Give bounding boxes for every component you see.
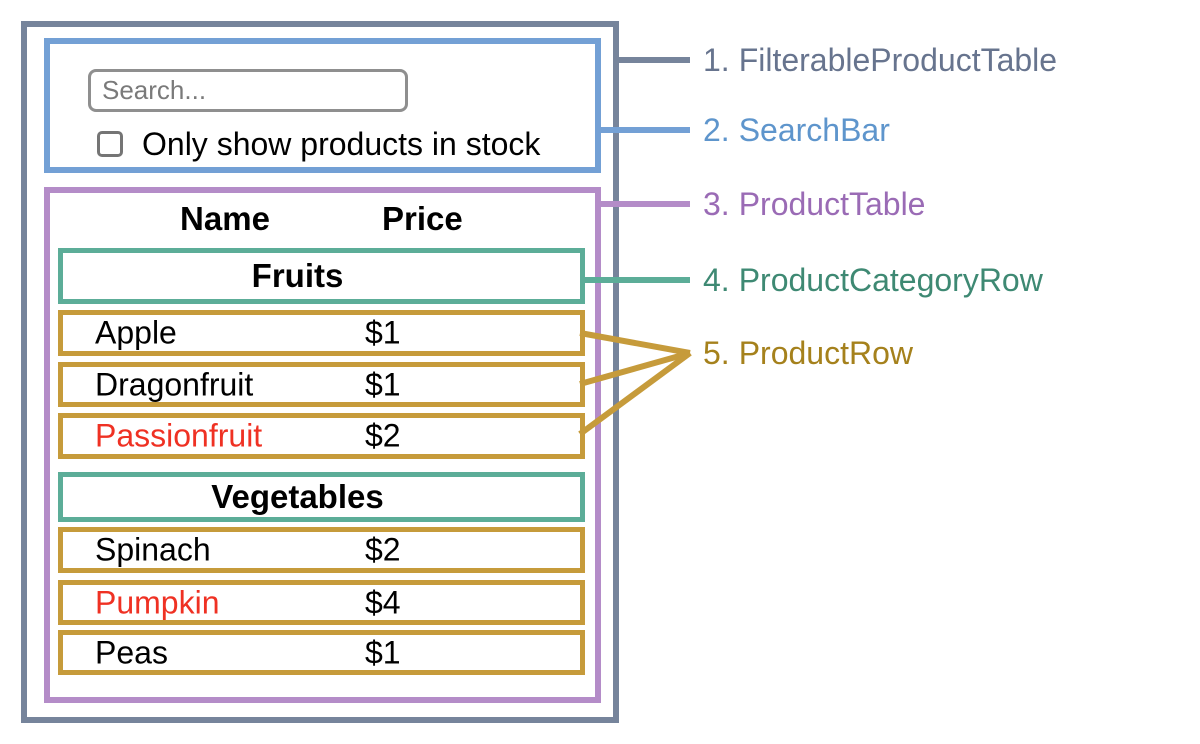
legend-number: 2.	[703, 112, 730, 148]
legend-label: FilterableProductTable	[738, 42, 1058, 78]
product-row-passionfruit: Passionfruit $2	[58, 413, 585, 459]
product-row-peas: Peas $1	[58, 630, 585, 675]
search-input[interactable]	[88, 69, 408, 112]
price-column-header: Price	[382, 200, 463, 237]
name-column-header: Name	[180, 200, 270, 237]
legend-label: SearchBar	[738, 112, 890, 148]
legend-product-category-row: 4.ProductCategoryRow	[703, 258, 1043, 302]
product-price: $1	[365, 314, 401, 351]
product-price: $1	[365, 366, 401, 402]
product-price: $1	[365, 634, 401, 670]
category-row-vegetables: Vegetables	[58, 472, 585, 522]
in-stock-checkbox[interactable]	[97, 131, 123, 157]
legend-number: 4.	[703, 262, 730, 298]
product-row-dragonfruit: Dragonfruit $1	[58, 362, 585, 407]
category-label: Fruits	[251, 257, 344, 294]
legend-number: 1.	[703, 42, 730, 78]
legend-product-row: 5.ProductRow	[703, 331, 913, 375]
legend-filterable-product-table: 1.FilterableProductTable	[703, 38, 1057, 82]
search-bar-box	[44, 38, 601, 173]
product-price: $2	[365, 417, 401, 454]
product-price: $2	[365, 531, 401, 568]
legend-number: 3.	[703, 186, 730, 222]
product-name: Spinach	[95, 531, 211, 568]
legend-search-bar: 2.SearchBar	[703, 108, 890, 152]
product-name: Dragonfruit	[95, 366, 254, 402]
product-row-spinach: Spinach $2	[58, 527, 585, 573]
in-stock-checkbox-label: Only show products in stock	[142, 126, 541, 162]
product-name: Passionfruit	[95, 417, 263, 454]
product-row-apple: Apple $1	[58, 310, 585, 356]
category-label: Vegetables	[211, 478, 384, 515]
product-name: Peas	[95, 634, 168, 670]
legend-product-table: 3.ProductTable	[703, 182, 925, 226]
legend-label: ProductTable	[738, 186, 926, 222]
product-row-pumpkin: Pumpkin $4	[58, 580, 585, 625]
legend-number: 5.	[703, 335, 730, 371]
legend-label: ProductRow	[738, 335, 913, 371]
product-name: Apple	[95, 314, 177, 351]
product-table-box	[44, 187, 601, 703]
product-name: Pumpkin	[95, 584, 220, 620]
category-row-fruits: Fruits	[58, 248, 585, 304]
product-price: $4	[365, 584, 401, 620]
legend-label: ProductCategoryRow	[738, 262, 1043, 298]
